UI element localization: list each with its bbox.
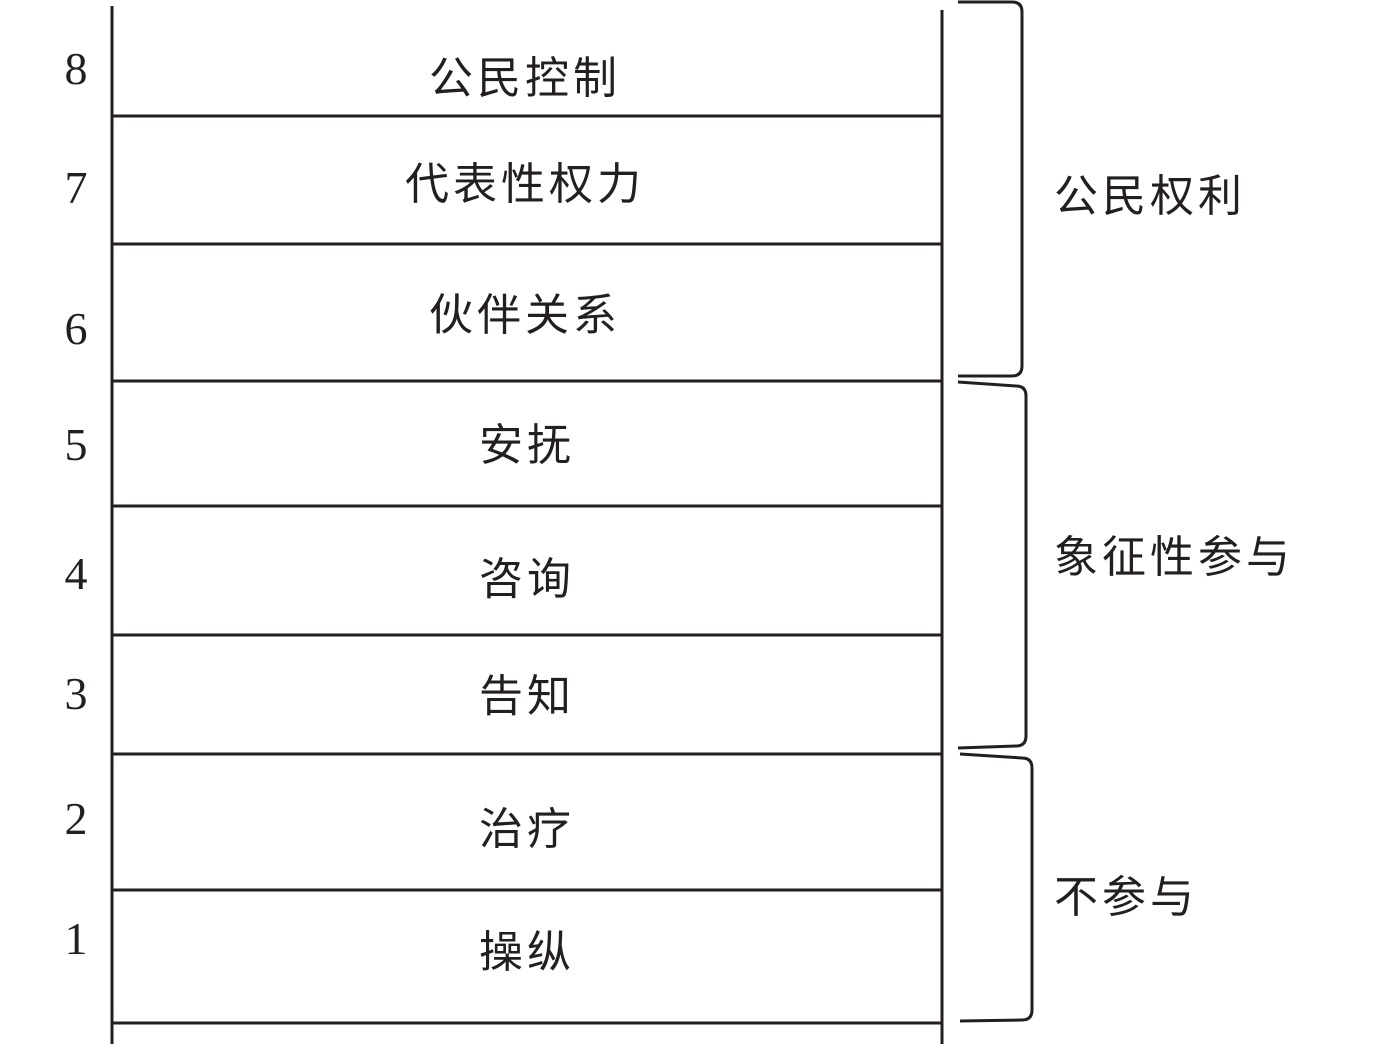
rung-number-4: 4: [65, 548, 88, 599]
rung-label-consultation: 咨询: [479, 554, 575, 605]
rung-number-2: 2: [65, 793, 88, 844]
rung-label-manipulation: 操纵: [479, 927, 575, 978]
group-brace-tokenism: [957, 380, 1028, 750]
group-brace-citizen-power: [958, 0, 1024, 378]
group-label-citizen-power: 公民权利: [1054, 171, 1246, 222]
group-brace-nonparticipation: [959, 752, 1034, 1023]
rung-label-partnership: 伙伴关系: [429, 290, 621, 341]
rung-label-delegated-power: 代表性权力: [405, 159, 645, 210]
group-label-tokenism: 象征性参与: [1054, 532, 1294, 583]
rung-number-6: 6: [65, 303, 88, 354]
rung-number-3: 3: [65, 668, 88, 719]
rung-number-5: 5: [65, 419, 88, 470]
rung-number-8: 8: [65, 43, 88, 94]
group-label-nonparticipation: 不参与: [1054, 872, 1198, 923]
rung-number-7: 7: [65, 162, 88, 213]
rung-label-citizen-control: 公民控制: [429, 53, 621, 104]
rung-label-therapy: 治疗: [479, 804, 575, 855]
rung-label-informing: 告知: [479, 671, 575, 722]
rung-number-1: 1: [65, 913, 88, 964]
rung-label-placation: 安抚: [479, 420, 575, 471]
